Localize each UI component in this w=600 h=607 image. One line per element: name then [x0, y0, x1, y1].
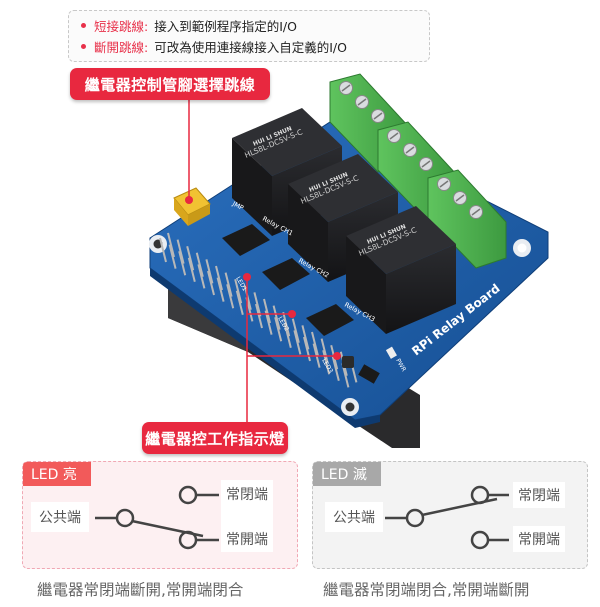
mounting-holes: [149, 235, 531, 416]
no-label: 常開端: [513, 526, 565, 552]
note-short-jumper: 短接跳線: 接入到範例程序指定的I/O: [81, 15, 429, 36]
bullet-icon: [81, 44, 86, 49]
led-on-tag: LED 亮: [23, 462, 91, 486]
gpio-pin: [274, 316, 283, 342]
gpio-pin: [178, 250, 187, 276]
gpio-pin: [282, 311, 291, 337]
led-on-diagram: LED 亮 公共端 常閉端 常開端: [22, 461, 298, 569]
gpio-pin: [226, 283, 235, 309]
gpio-pin: [197, 264, 206, 289]
note-key: 斷開跳線:: [94, 40, 149, 55]
bullet-icon: [81, 23, 86, 28]
led-callout: 繼電器控工作指示燈: [142, 422, 288, 454]
led-leader-lines: [246, 279, 336, 422]
gpio-pin: [176, 239, 185, 264]
gpio-pin: [331, 356, 340, 382]
note-key: 短接跳線:: [94, 19, 149, 34]
gpio-pin: [234, 278, 243, 304]
power-led: [385, 346, 397, 359]
no-terminal-icon: [178, 530, 198, 550]
led1-marker: [243, 273, 251, 281]
gpio-pin: [272, 305, 281, 330]
led2-marker: [288, 310, 296, 318]
led-off-tag: LED 滅: [313, 462, 381, 486]
common-terminal-icon: [115, 508, 135, 528]
gpio-pin: [195, 252, 204, 278]
gpio-pins: [159, 232, 358, 388]
jumper-marker: [185, 196, 193, 204]
common-terminal-icon: [405, 508, 425, 528]
nc-label: 常閉端: [513, 482, 565, 508]
common-label: 公共端: [325, 502, 383, 532]
gpio-pin: [263, 298, 271, 324]
gpio-pin: [303, 336, 311, 362]
gpio-pin: [243, 285, 252, 311]
gpio-pin: [167, 232, 175, 258]
gpio-pin: [168, 244, 177, 269]
gpio-pin: [293, 330, 302, 355]
jumper-callout: 繼電器控制管腳選擇跳線: [70, 68, 270, 100]
voltage-regulator: [342, 356, 380, 384]
gpio-pin: [253, 292, 262, 317]
gpio-pin: [322, 349, 331, 375]
led-on-caption: 繼電器常閉端斷開,常開端閉合: [37, 581, 244, 599]
gpio-pin: [205, 259, 214, 284]
no-label: 常開端: [221, 526, 273, 552]
gpio-pin: [187, 257, 196, 283]
gpio-pin: [311, 331, 319, 357]
gpio-pin: [186, 245, 195, 271]
optocouplers: [222, 224, 354, 336]
gpio-pin: [207, 270, 215, 296]
switch-schematic-off: [385, 485, 509, 550]
note-text: 可改為使用連接線接入自定義的I/O: [154, 40, 347, 55]
led3-marker: [333, 352, 341, 360]
note-open-jumper: 斷開跳線: 可改為使用連接線接入自定義的I/O: [81, 36, 429, 57]
led-off-diagram: LED 滅 公共端 常閉端 常開端: [312, 461, 588, 569]
gpio-pin: [320, 338, 329, 363]
common-label: 公共端: [31, 502, 89, 532]
gpio-pin: [216, 277, 225, 302]
gpio-pin: [255, 303, 263, 329]
nc-terminal-icon: [178, 485, 198, 505]
gpio-pin: [215, 265, 223, 291]
gpio-pin: [291, 318, 300, 344]
gpio-pin: [301, 325, 310, 350]
gpio-pin: [283, 323, 292, 349]
nc-terminal-icon: [470, 485, 490, 505]
jumper-notes: 短接跳線: 接入到範例程序指定的I/O 斷開跳線: 可改為使用連接線接入自定義的…: [68, 10, 430, 62]
no-terminal-icon: [470, 530, 490, 550]
gpio-pin: [235, 290, 244, 316]
gpio-pin: [159, 237, 167, 263]
led-off-caption: 繼電器常閉端閉合,常開端斷開: [323, 581, 530, 599]
screw-terminals: [329, 73, 507, 269]
gpio-pin: [224, 272, 233, 297]
note-text: 接入到範例程序指定的I/O: [154, 19, 297, 34]
switch-schematic-on: [95, 485, 219, 550]
